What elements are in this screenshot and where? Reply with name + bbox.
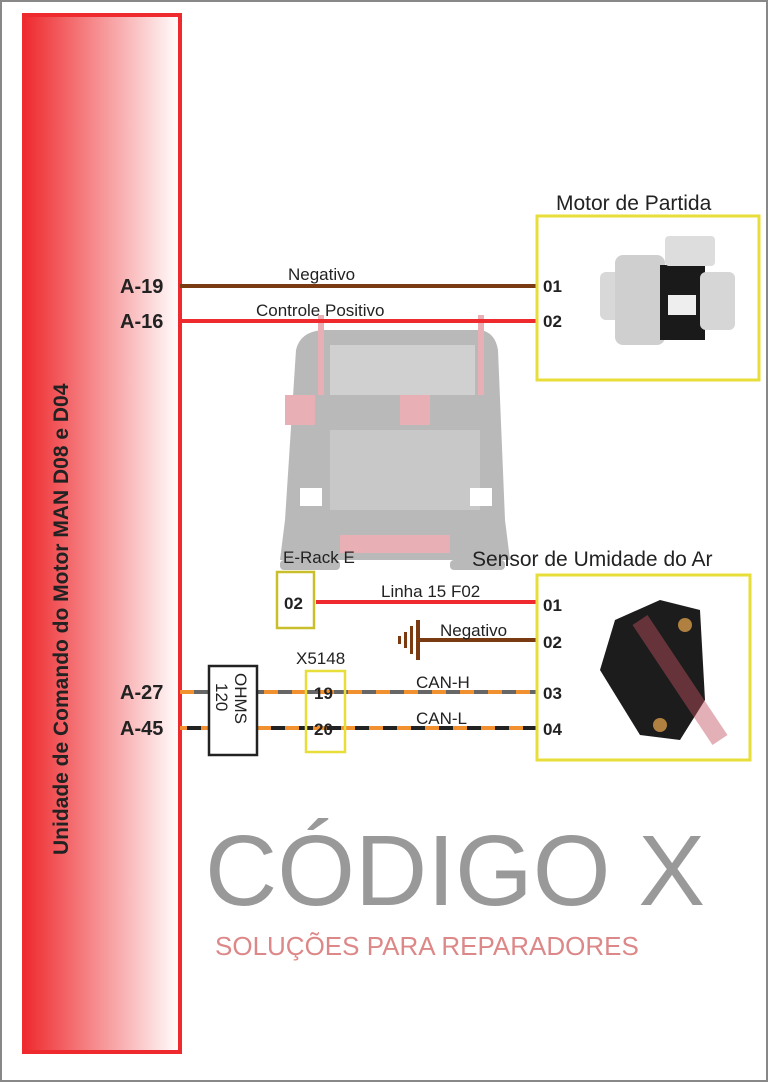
- erack-box: [275, 570, 316, 630]
- resistor-box: [207, 664, 259, 757]
- sensor-pin-03: 03: [543, 684, 562, 703]
- starter-pin-01: 01: [543, 277, 562, 296]
- ecu-pin-a16: A-16: [120, 311, 163, 333]
- ecu-pin-a19: A-19: [120, 276, 163, 298]
- wire-label-negativo-sensor: Negativo: [440, 621, 507, 640]
- wire-label-linha-15: Linha 15 F02: [381, 582, 480, 601]
- ecu-box: [22, 13, 182, 1054]
- connector-title: X5148: [296, 649, 345, 668]
- erack-pin-02: 02: [284, 594, 303, 613]
- starter-title: Motor de Partida: [556, 192, 712, 215]
- connector-pin-19: 19: [314, 684, 333, 703]
- truck-illustration: [280, 315, 510, 570]
- resistor-value: 120: [212, 683, 231, 711]
- sensor-pin-02: 02: [543, 633, 562, 652]
- watermark-brand: CÓDIGO X: [205, 815, 705, 927]
- ecu-pin-a45: A-45: [120, 718, 163, 740]
- resistor-unit: OHMS: [231, 673, 250, 724]
- ecu-pin-a27: A-27: [120, 682, 163, 704]
- wire-label-can-h: CAN-H: [416, 673, 470, 692]
- erack-title: E-Rack E: [283, 548, 355, 567]
- starter-motor-image: [600, 236, 735, 345]
- ecu-title: Unidade de Comando do Motor MAN D08 e D0…: [50, 383, 73, 855]
- sensor-pin-01: 01: [543, 596, 562, 615]
- sensor-box: [535, 573, 752, 762]
- wire-label-controle-positivo: Controle Positivo: [256, 301, 385, 320]
- connector-pin-20: 20: [314, 720, 333, 739]
- wire-label-can-l: CAN-L: [416, 709, 467, 728]
- starter-pin-02: 02: [543, 312, 562, 331]
- sensor-pin-04: 04: [543, 720, 562, 739]
- sensor-title: Sensor de Umidade do Ar: [472, 548, 712, 571]
- wire-label-negativo: Negativo: [288, 265, 355, 284]
- humidity-sensor-image: [600, 600, 728, 745]
- connector-box: [304, 669, 347, 754]
- watermark-tagline: SOLUÇÕES PARA REPARADORES: [215, 931, 639, 961]
